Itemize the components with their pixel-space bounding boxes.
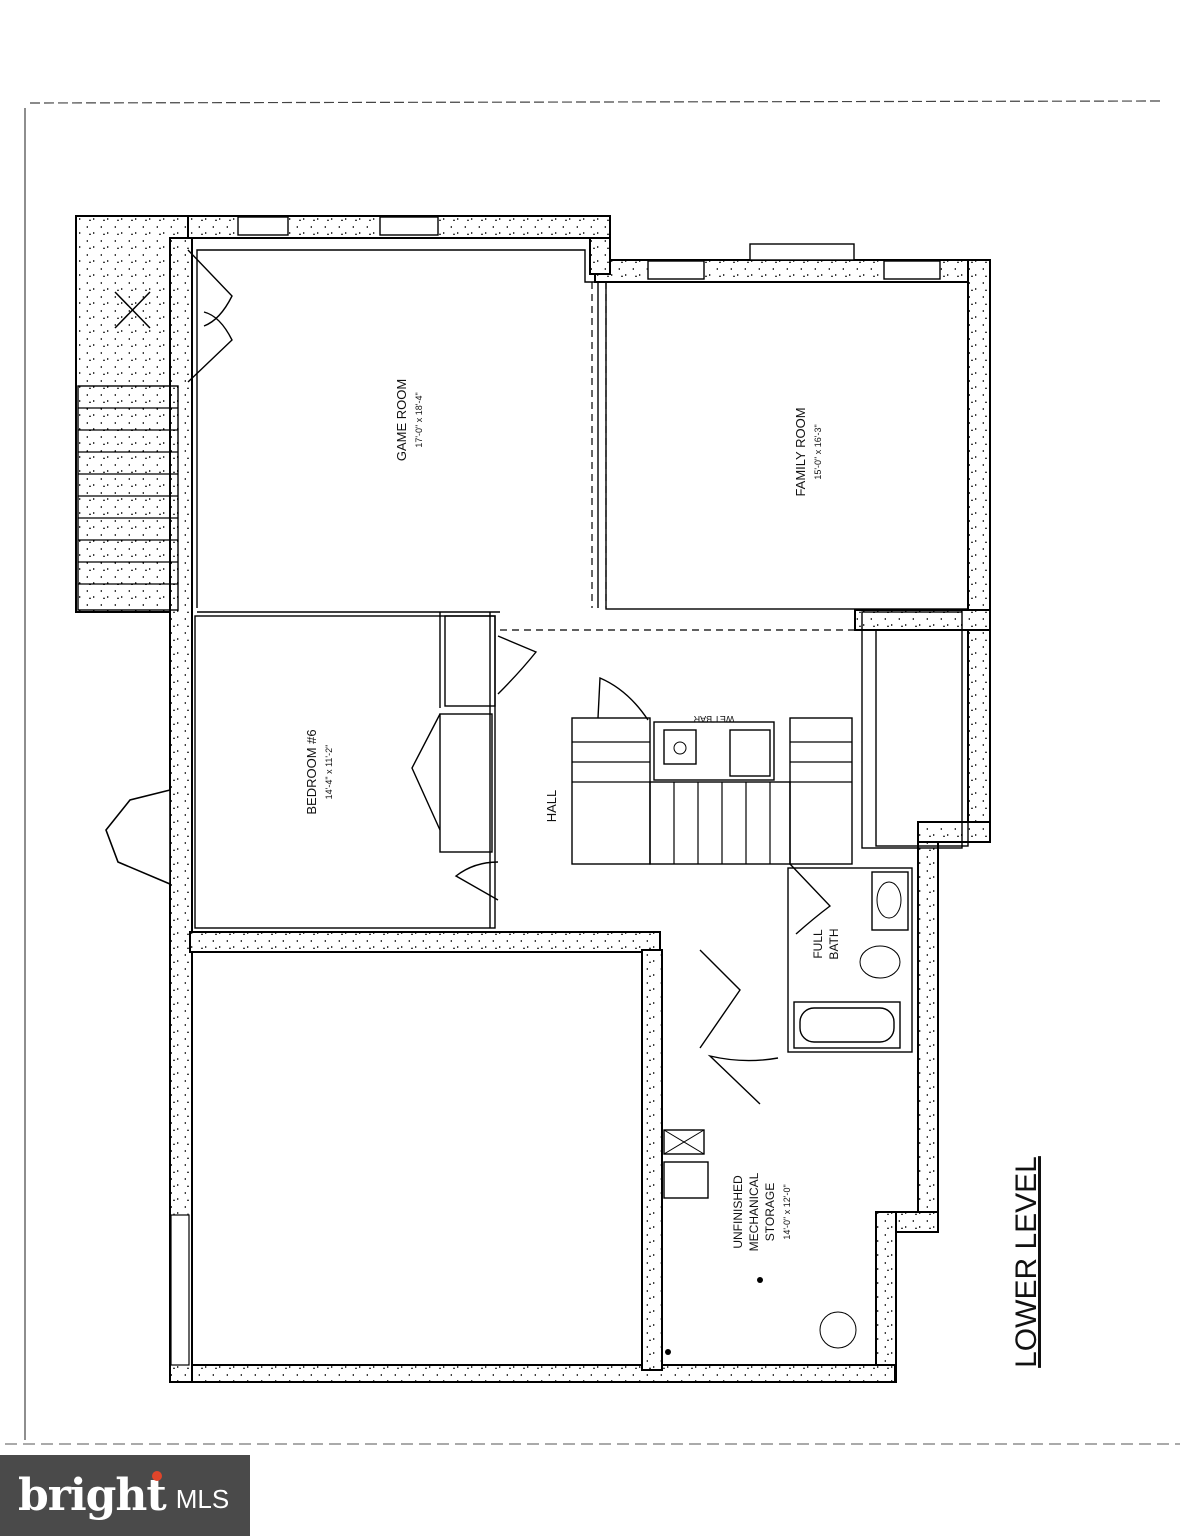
game-room-label: GAME ROOM [394, 379, 409, 461]
watermark-suffix: MLS [175, 1484, 230, 1514]
interior-walls [194, 249, 969, 929]
wet-bar-counter [653, 721, 775, 781]
mechanical-label-2: MECHANICAL [747, 1172, 761, 1251]
mechanical-size: 14'-0" x 12'-0" [782, 1184, 792, 1239]
stair-mark-icon [114, 291, 151, 329]
sheet-border [5, 100, 1180, 1445]
mechanical-label-3: STORAGE [763, 1183, 777, 1241]
full-bath-label-2: BATH [827, 928, 841, 959]
wet-bar-label: WET BAR [693, 714, 734, 724]
exterior-walls [75, 215, 991, 1383]
bedroom-label: BEDROOM #6 [304, 729, 319, 814]
mechanical-fixtures [663, 1129, 857, 1355]
game-room-size: 17'-0" x 18'-4" [414, 392, 424, 447]
watermark-brand: bright [18, 1470, 167, 1521]
room-labels: GAME ROOM 17'-0" x 18'-4" FAMILY ROOM 15… [304, 379, 1043, 1368]
bay-window [105, 788, 171, 886]
mechanical-label-1: UNFINISHED [731, 1175, 745, 1249]
bedroom-size: 14'-4" x 11'-2" [324, 745, 334, 800]
full-bath-label-1: FULL [811, 929, 825, 959]
family-room-size: 15'-0" x 16'-3" [813, 424, 823, 479]
stairs [77, 291, 853, 865]
hall-label: HALL [544, 790, 559, 823]
bath-fixtures [787, 867, 913, 1053]
family-room-label: FAMILY ROOM [793, 407, 808, 496]
door-swings [187, 249, 832, 1105]
watermark-accent-dot [152, 1471, 162, 1481]
windows [170, 216, 941, 1366]
plan-title: LOWER LEVEL [1010, 1156, 1043, 1368]
bright-mls-watermark: bright MLS [0, 1455, 250, 1536]
